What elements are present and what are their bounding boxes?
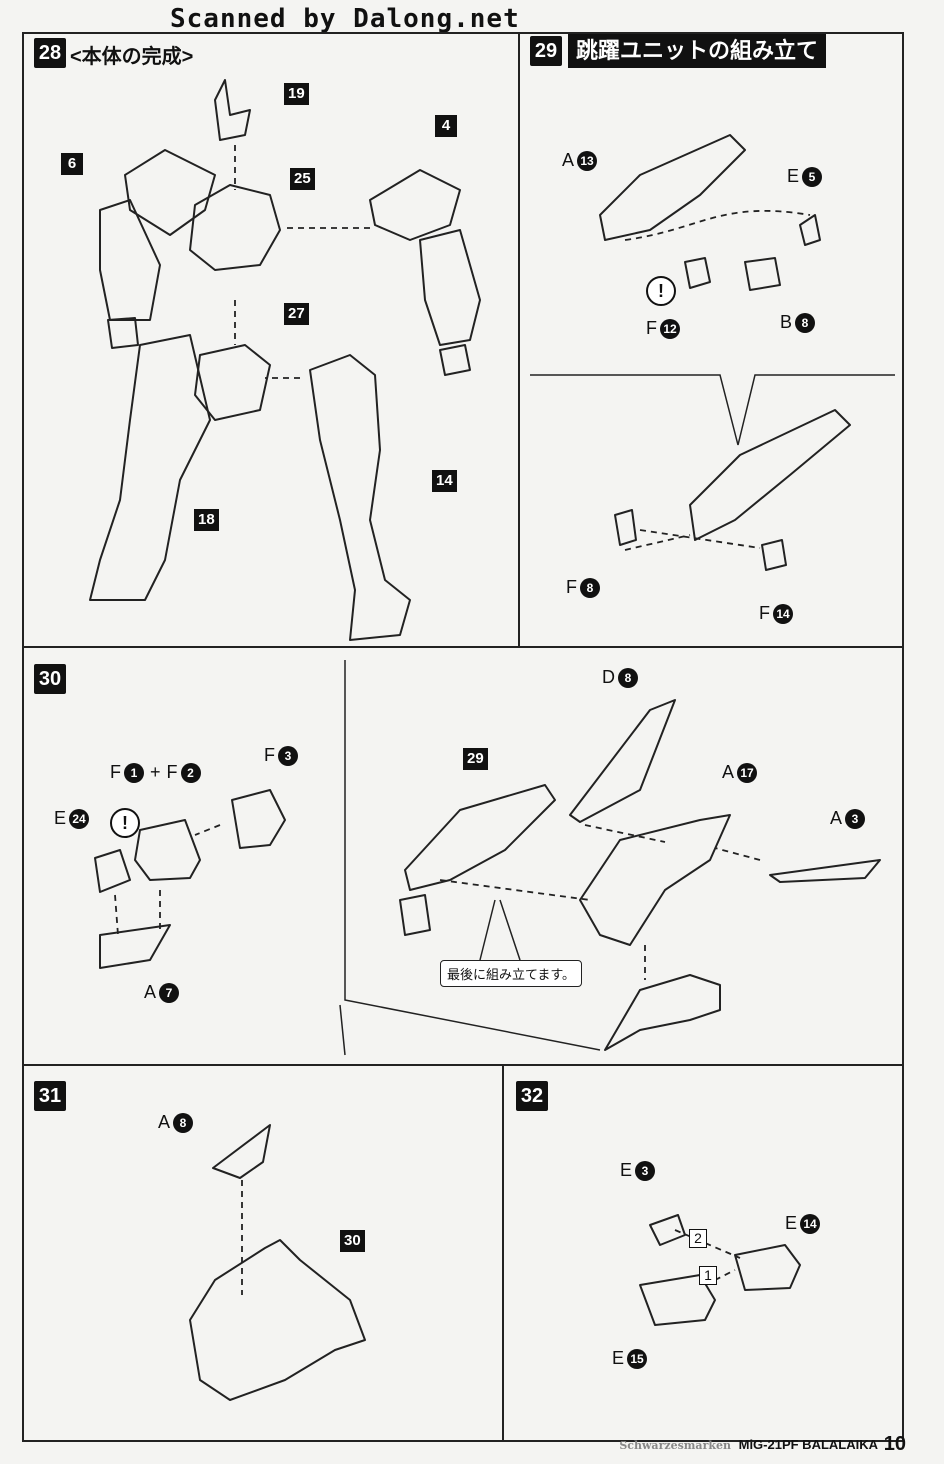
part-label-e15: E 15	[612, 1348, 648, 1369]
part-tag-14: 14	[432, 470, 457, 492]
part-label-f12: F 12	[646, 318, 680, 339]
part-letter: F	[166, 762, 178, 782]
part-number-circle: 8	[580, 577, 600, 598]
scan-watermark: Scanned by Dalong.net	[170, 4, 520, 34]
part-tag-4: 4	[435, 115, 457, 137]
part-tag-27: 27	[284, 303, 309, 325]
plus-sign: +	[150, 762, 161, 782]
part-tag-6: 6	[61, 153, 83, 175]
part-label-f3: F 3	[264, 745, 298, 766]
step-32-number: 32	[516, 1081, 548, 1111]
assemble-last-note: 最後に組み立てます。	[440, 960, 583, 987]
part-number-circle: 14	[773, 603, 793, 624]
page-number: 10	[883, 1433, 906, 1455]
part-tag-18: 18	[194, 509, 219, 531]
part-label-e14: E 14	[785, 1213, 821, 1234]
part-letter: A	[158, 1112, 171, 1132]
part-letter: A	[562, 150, 575, 170]
part-number-circle: 14	[800, 1213, 821, 1234]
step-31-number: 31	[34, 1081, 66, 1111]
part-letter: E	[620, 1160, 633, 1180]
assembly-order-2: 2	[689, 1229, 707, 1248]
step-29-title: 跳躍ユニットの組み立て	[568, 34, 827, 68]
part-number-circle: 12	[660, 318, 680, 339]
part-number-circle: 8	[173, 1112, 194, 1133]
part-number-circle: 3	[635, 1160, 656, 1181]
part-label-a3: A 3	[830, 808, 866, 829]
panel-step-32	[502, 1064, 904, 1442]
part-label-a17: A 17	[722, 762, 758, 783]
step-28-number: 28	[34, 38, 66, 68]
part-label-e24: E 24	[54, 808, 90, 829]
part-number-circle: 8	[618, 667, 638, 688]
part-number-circle: 1	[124, 762, 144, 783]
part-number-circle: 2	[180, 762, 201, 783]
part-letter: F	[110, 762, 121, 782]
part-number-circle: 17	[737, 762, 758, 783]
part-letter: E	[785, 1213, 798, 1233]
part-letter: D	[602, 667, 615, 687]
part-tag-19: 19	[284, 83, 309, 105]
part-letter: A	[722, 762, 735, 782]
part-label-f8: F 8	[566, 577, 600, 598]
part-letter: F	[646, 318, 657, 338]
footer-series: Schwarzesmarken	[619, 1439, 731, 1452]
caution-icon: !	[646, 276, 676, 306]
part-label-a13: A 13	[562, 150, 598, 171]
part-number-circle: 8	[795, 312, 816, 333]
part-tag-30: 30	[340, 1230, 365, 1252]
footer-product: Schwarzesmarken MiG-21PF BALALAIKA	[619, 1437, 878, 1452]
step-30-number: 30	[34, 664, 66, 694]
part-label-b8: B 8	[780, 312, 816, 333]
part-letter: E	[787, 166, 800, 186]
part-label-e3: E 3	[620, 1160, 656, 1181]
part-label-a7: A 7	[144, 982, 180, 1003]
caution-icon: !	[110, 808, 140, 838]
part-letter: A	[830, 808, 843, 828]
assembly-order-1: 1	[699, 1266, 717, 1285]
part-label-f1-plus-f2: F 1 + F 2	[110, 762, 201, 783]
part-label-a8: A 8	[158, 1112, 194, 1133]
part-letter: F	[264, 745, 275, 765]
step-29-number: 29	[530, 36, 562, 66]
part-number-circle: 13	[577, 150, 598, 171]
part-letter: B	[780, 312, 793, 332]
part-number-circle: 3	[278, 745, 298, 766]
part-number-circle: 7	[159, 982, 180, 1003]
part-number-circle: 5	[802, 166, 823, 187]
part-number-circle: 3	[845, 808, 866, 829]
step-28-title: <本体の完成>	[70, 46, 194, 68]
part-letter: E	[54, 808, 67, 828]
part-label-e5: E 5	[787, 166, 823, 187]
part-number-circle: 15	[627, 1348, 648, 1369]
part-letter: F	[566, 577, 577, 597]
footer-product-name: MiG-21PF BALALAIKA	[738, 1437, 878, 1452]
part-letter: A	[144, 982, 157, 1002]
part-letter: F	[759, 603, 770, 623]
part-number-circle: 24	[69, 808, 90, 829]
part-letter: E	[612, 1348, 625, 1368]
part-tag-29: 29	[463, 748, 488, 770]
part-label-d8: D 8	[602, 667, 638, 688]
part-label-f14: F 14	[759, 603, 793, 624]
part-tag-25: 25	[290, 168, 315, 190]
